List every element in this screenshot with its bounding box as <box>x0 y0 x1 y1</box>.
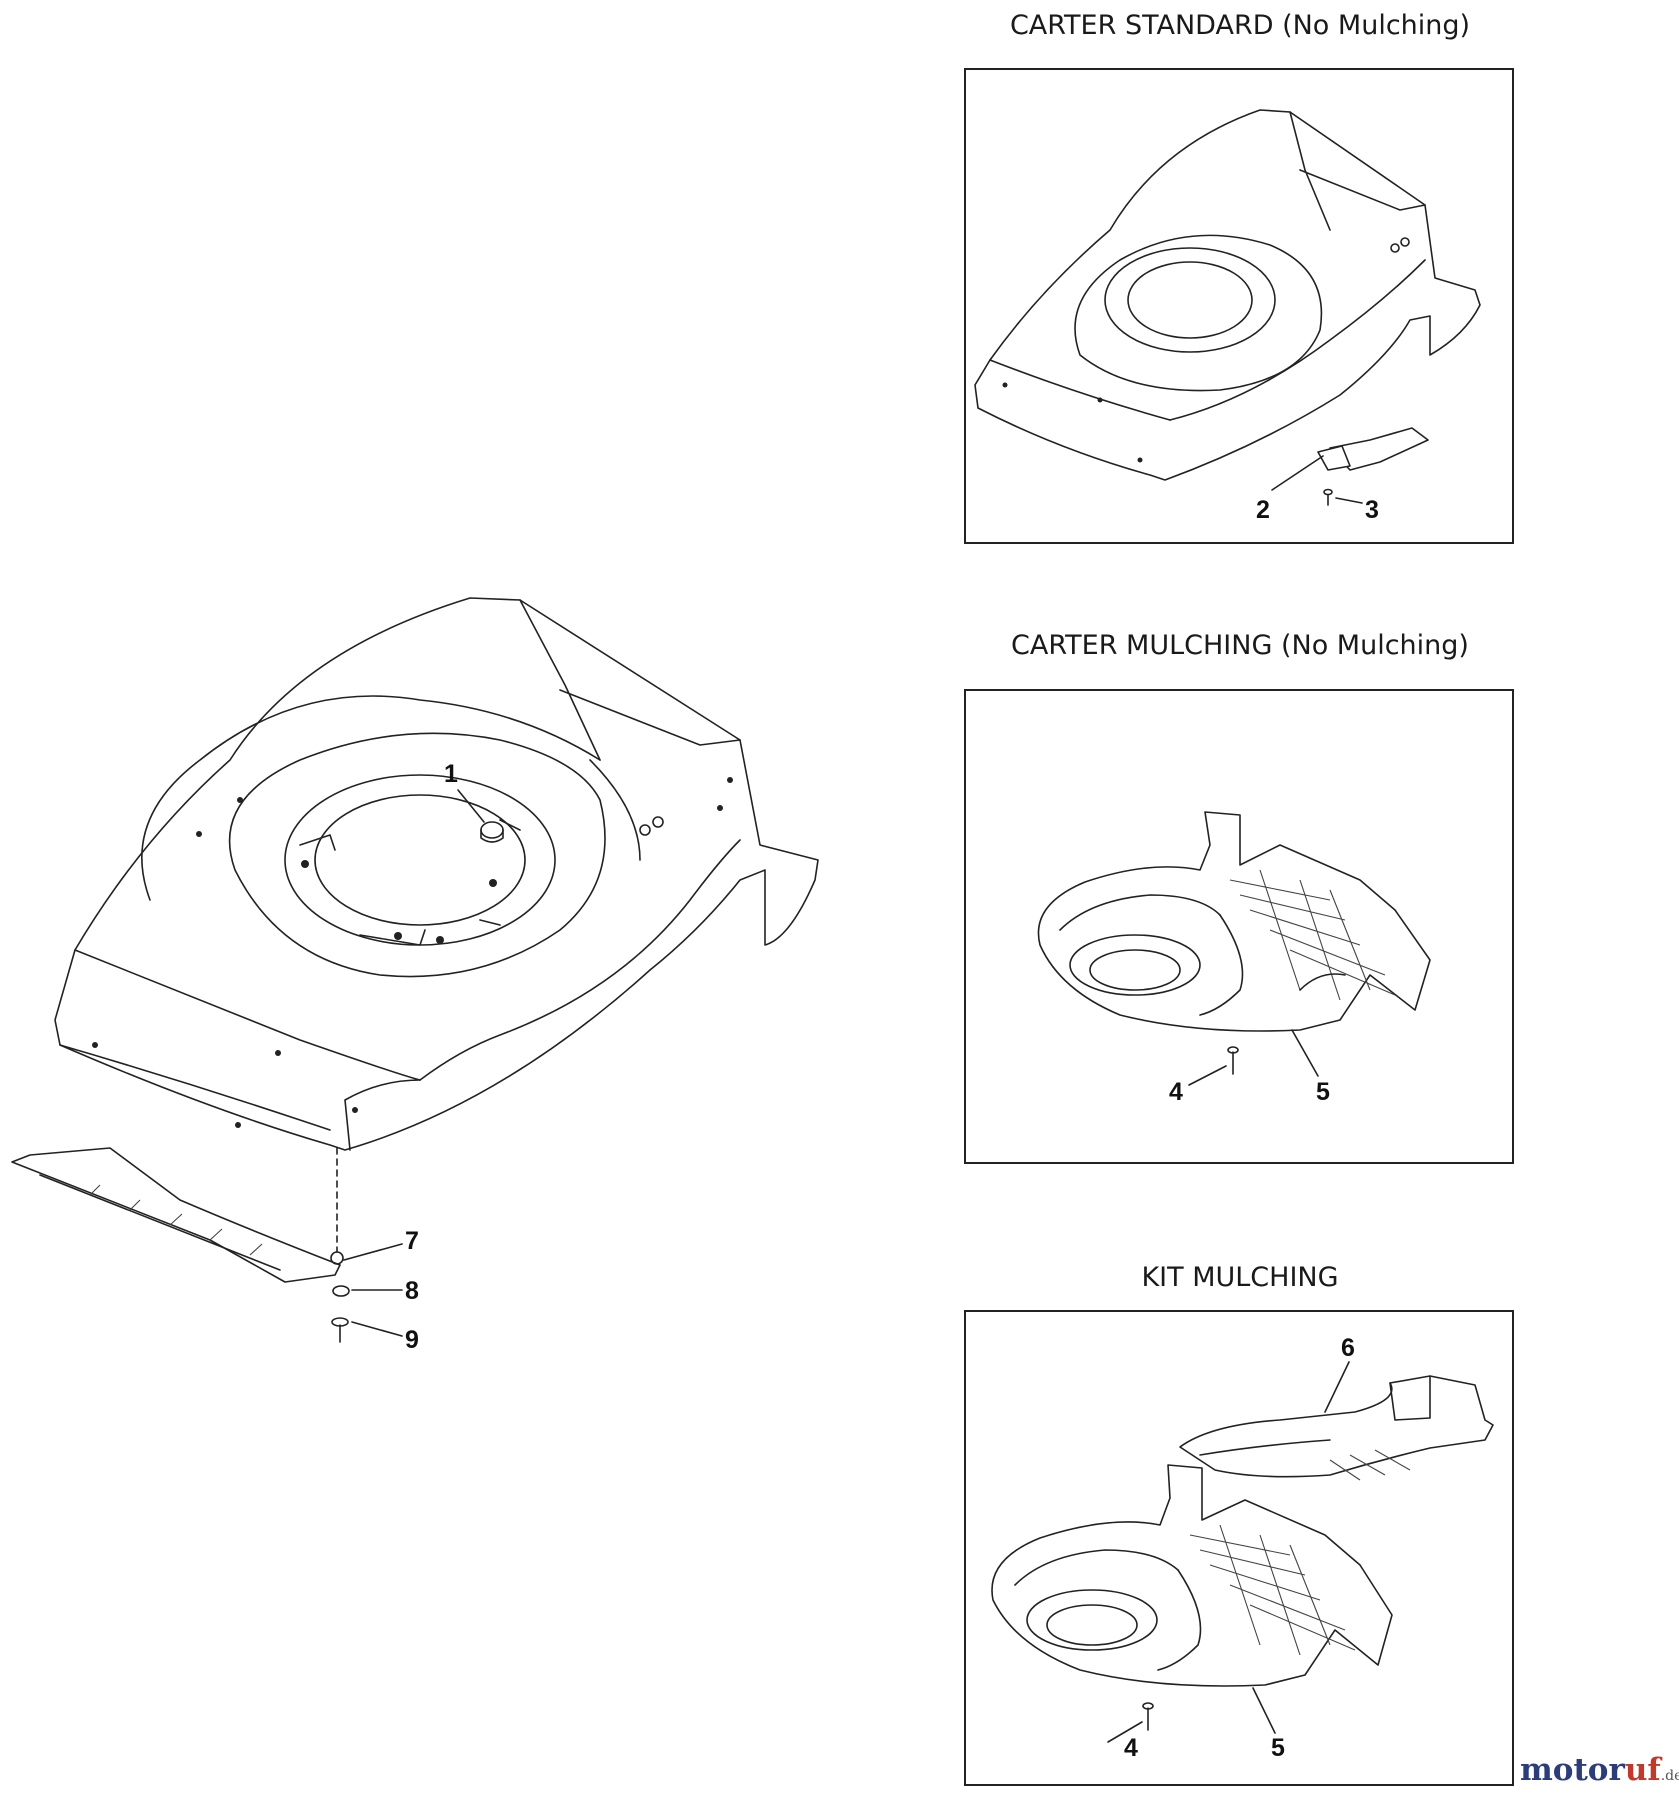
standard-screw-icon <box>1323 488 1333 506</box>
standard-deck <box>974 109 1481 481</box>
callout-9: 9 <box>405 1326 419 1354</box>
callout-4-kit: 4 <box>1124 1734 1138 1762</box>
motoruf-logo: motoruf.de <box>1520 1752 1679 1788</box>
callout-4-mulching: 4 <box>1169 1078 1183 1106</box>
kit-insert <box>991 1464 1393 1687</box>
rear-flap <box>11 1147 344 1283</box>
washer-icon <box>332 1285 350 1297</box>
callout-7: 7 <box>405 1227 419 1255</box>
callout-5-mulching: 5 <box>1316 1078 1330 1106</box>
kit-cover <box>1179 1375 1494 1481</box>
mulching-insert <box>1037 811 1431 1032</box>
title-carter-standard: CARTER STANDARD (No Mulching) <box>1009 10 1471 41</box>
callout-3: 3 <box>1365 496 1379 524</box>
mulching-screw-icon <box>1227 1046 1239 1075</box>
callout-1: 1 <box>444 760 458 788</box>
main-mower-deck <box>54 597 819 1151</box>
title-carter-mulching: CARTER MULCHING (No Mulching) <box>1011 630 1469 661</box>
screw-icon <box>331 1317 349 1343</box>
callout-8: 8 <box>405 1277 419 1305</box>
title-kit-mulching: KIT MULCHING <box>1141 1262 1339 1293</box>
callout-2: 2 <box>1256 496 1270 524</box>
callout-5-kit: 5 <box>1271 1734 1285 1762</box>
callout-6: 6 <box>1341 1334 1355 1362</box>
kit-screw-icon <box>1142 1702 1154 1731</box>
standard-rear-flap <box>1317 427 1429 471</box>
